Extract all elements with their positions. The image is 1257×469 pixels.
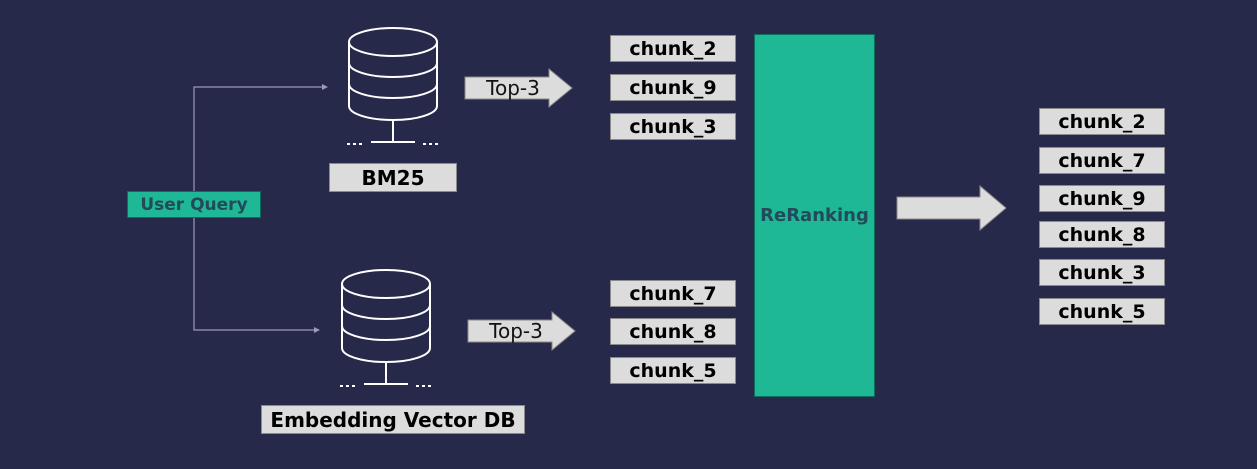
arrow-right-icon — [464, 68, 573, 108]
ranked-chunk: chunk_7 — [1039, 147, 1165, 174]
bm25-chunk: chunk_2 — [610, 35, 736, 62]
ranked-chunk: chunk_9 — [1039, 185, 1165, 212]
arrow-right-icon — [896, 185, 1007, 231]
vector-chunk: chunk_8 — [610, 318, 736, 345]
user-query-box: User Query — [127, 191, 261, 218]
connector-arrowhead-bm25 — [322, 84, 328, 90]
vector-db-label: Embedding Vector DB — [270, 407, 516, 432]
database-icon — [347, 27, 439, 145]
vector-top3-label: Top-3 — [489, 319, 543, 343]
reranking-box: ReRanking — [754, 34, 875, 397]
user-query-label: User Query — [140, 194, 248, 215]
connector-arrowhead-vector — [314, 327, 320, 333]
database-icon — [340, 269, 432, 387]
reranking-label: ReRanking — [760, 205, 869, 226]
bm25-chunk: chunk_3 — [610, 113, 736, 140]
bm25-top3-label: Top-3 — [486, 76, 540, 100]
connector-to-bm25 — [193, 86, 322, 192]
vector-chunk: chunk_7 — [610, 280, 736, 307]
vector-db-label-box: Embedding Vector DB — [261, 405, 525, 434]
bm25-label: BM25 — [361, 165, 425, 190]
ranked-chunk: chunk_8 — [1039, 221, 1165, 248]
connector-to-vector — [193, 218, 314, 331]
arrow-right-icon — [467, 311, 576, 351]
vector-chunk: chunk_5 — [610, 357, 736, 384]
ranked-chunk: chunk_3 — [1039, 259, 1165, 286]
ranked-chunk: chunk_2 — [1039, 108, 1165, 135]
bm25-label-box: BM25 — [329, 163, 457, 192]
ranked-chunk: chunk_5 — [1039, 298, 1165, 325]
bm25-chunk: chunk_9 — [610, 74, 736, 101]
